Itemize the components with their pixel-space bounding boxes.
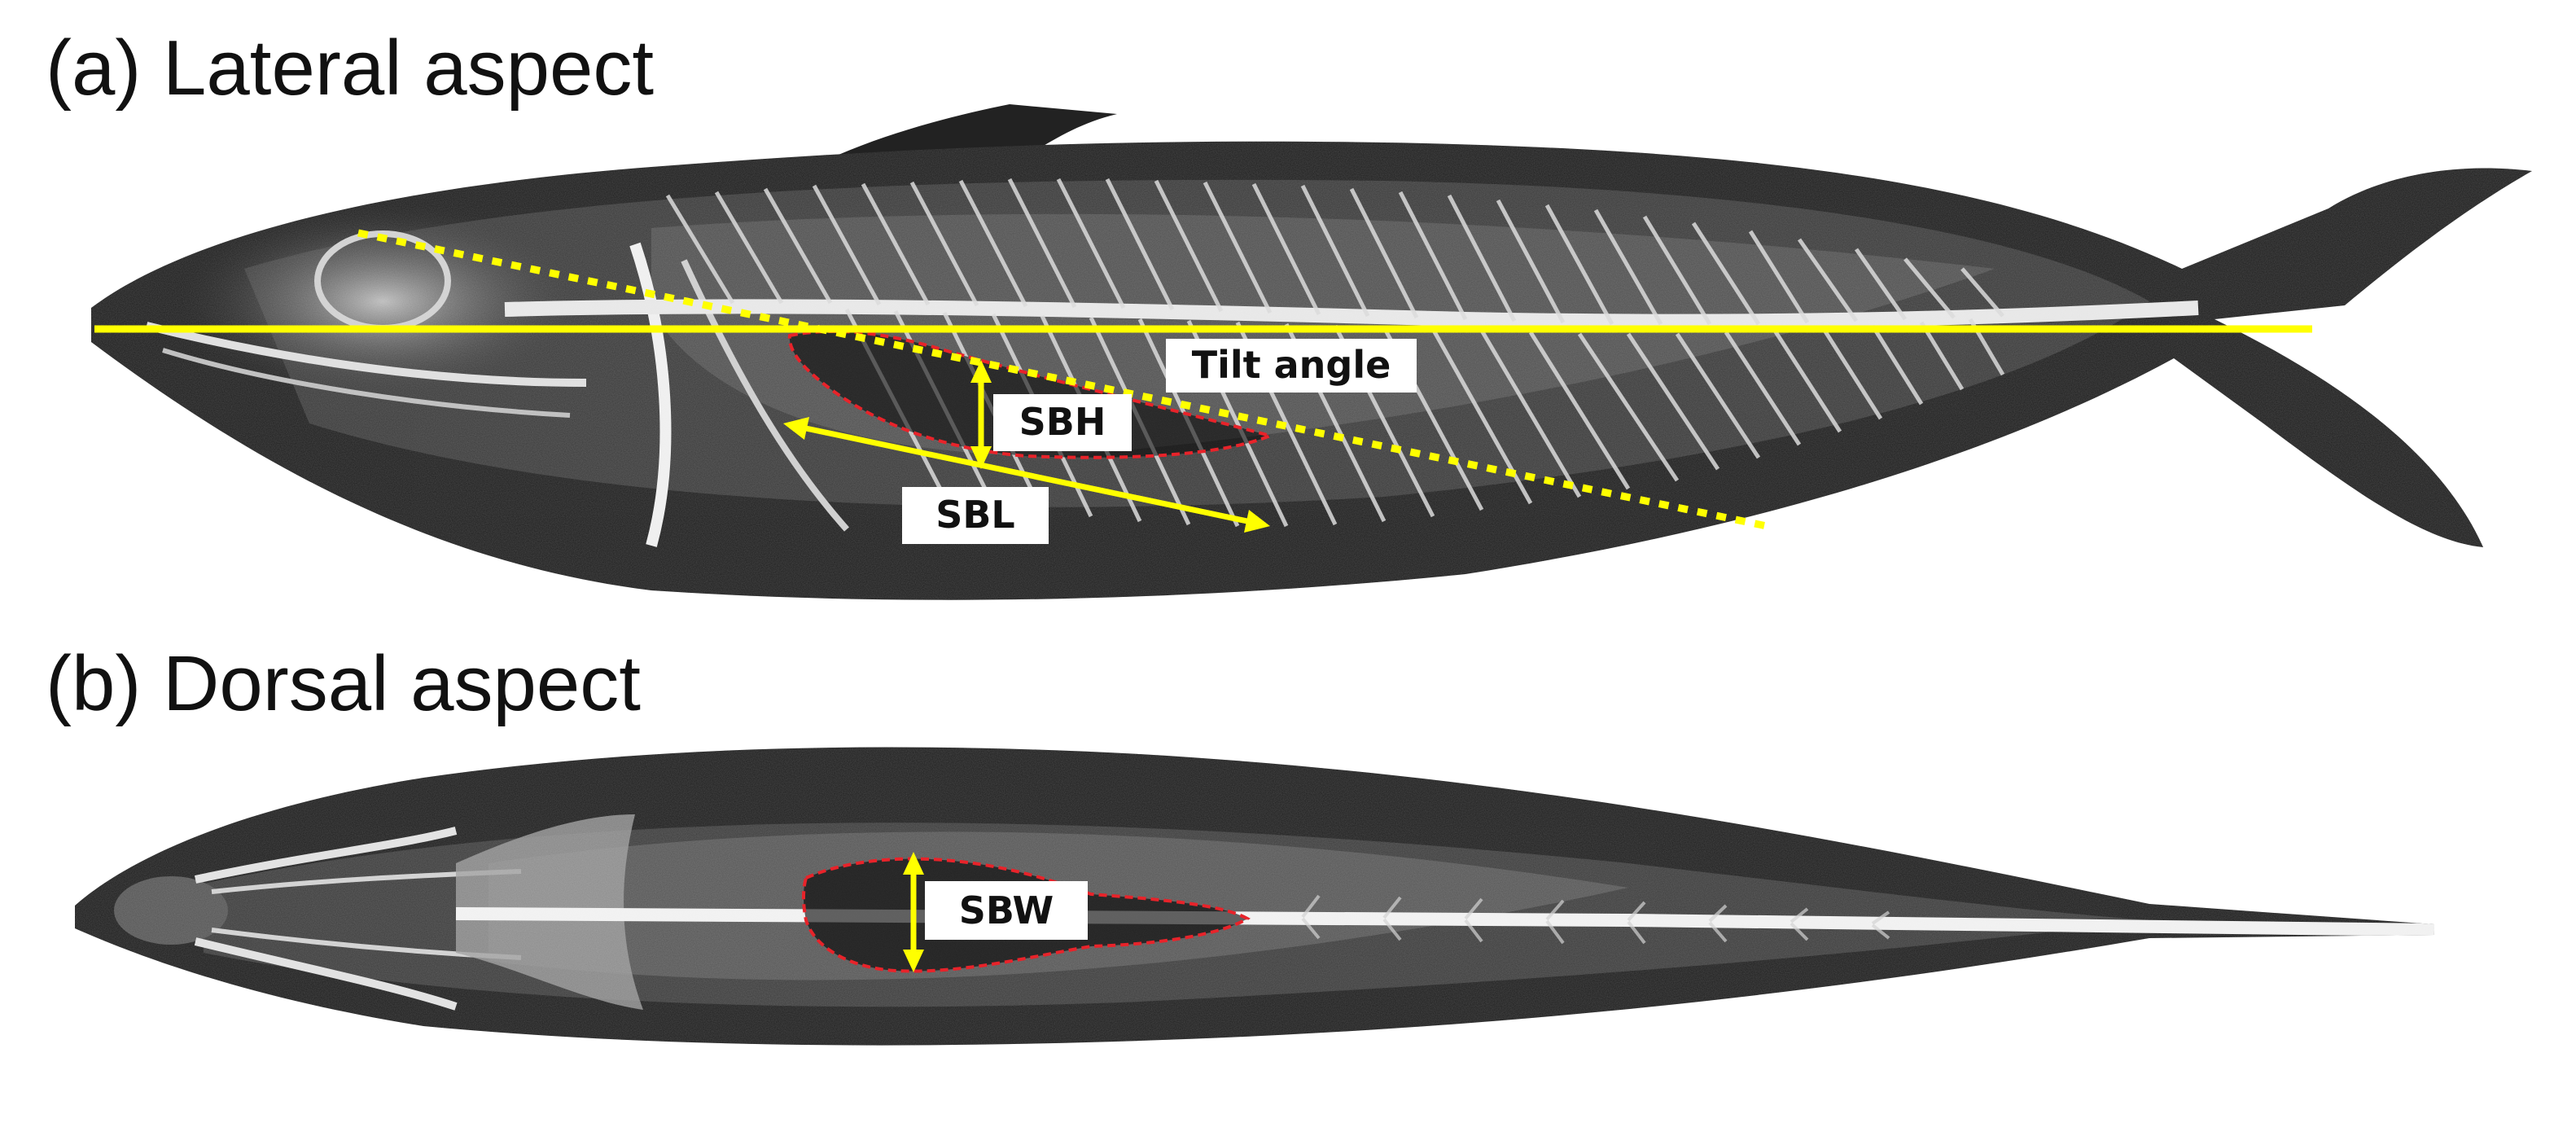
tilt-angle-label-box	[1166, 339, 1417, 393]
sbw-arrow	[903, 852, 924, 972]
dorsal-fish: SBW	[75, 747, 2434, 1046]
panel-a-title: (a) Lateral aspect	[46, 24, 655, 112]
dorsal-fin	[839, 104, 1117, 155]
sbh-arrow	[970, 360, 992, 469]
sbl-label: SBL	[935, 493, 1015, 537]
tilt-angle-label: Tilt angle	[1192, 343, 1391, 387]
sbh-label: SBH	[1019, 400, 1106, 444]
sbw-label: SBW	[959, 888, 1054, 932]
swimbladder-axis-dotted-line	[357, 229, 1768, 530]
sbl-arrow	[783, 417, 1270, 533]
panel-b-title: (b) Dorsal aspect	[46, 640, 641, 727]
sbl-label-box	[902, 487, 1049, 544]
sbw-label-box	[925, 881, 1088, 940]
sbh-label-box	[993, 394, 1132, 451]
lateral-fish: Tilt angle SBH SBL	[91, 104, 2532, 600]
